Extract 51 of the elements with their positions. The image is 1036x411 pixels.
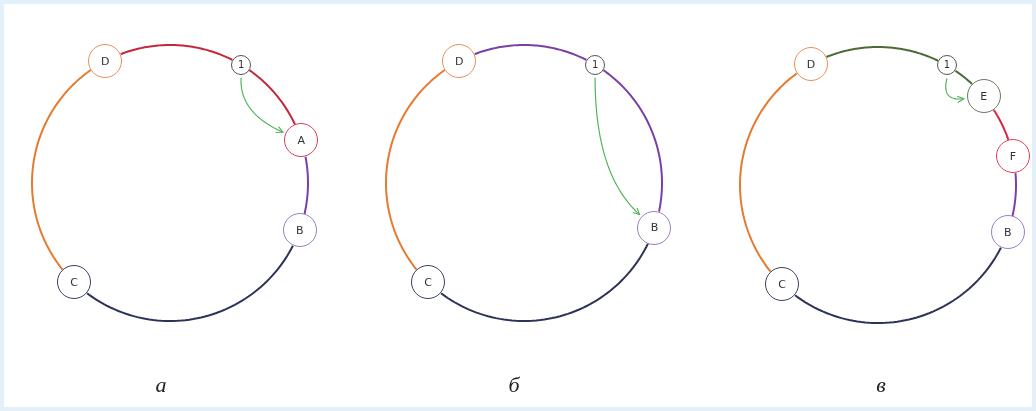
- ring-node-circle: [937, 55, 957, 76]
- ring-node-circle: [996, 139, 1030, 174]
- ring-node-circle: [765, 267, 800, 302]
- node-label: D: [100, 55, 110, 67]
- ring-arc: [119, 44, 234, 61]
- ring-arc: [473, 44, 588, 61]
- node-label: B: [295, 224, 304, 236]
- node-label: F: [1009, 150, 1017, 162]
- ring-node-circle: [442, 44, 477, 79]
- node-label: A: [297, 134, 305, 146]
- ring-node-circle: [585, 54, 606, 75]
- ring-node-circle: [231, 54, 252, 75]
- ring-arc: [1011, 172, 1017, 217]
- node-label: C: [778, 278, 786, 290]
- node-label: D: [454, 55, 464, 67]
- node-label: 1: [237, 59, 245, 70]
- ring-node-circle: [966, 79, 1001, 114]
- ring-node-circle: [411, 265, 446, 300]
- ring-arc: [954, 69, 973, 85]
- ring-arc: [825, 46, 940, 62]
- arrow: [594, 77, 641, 216]
- node-label: 1: [943, 60, 951, 71]
- ring-node-circle: [57, 265, 92, 300]
- node-label: B: [1003, 226, 1012, 238]
- panel-caption: в: [876, 372, 886, 398]
- ring-arc: [385, 69, 446, 271]
- node-label: C: [424, 276, 432, 288]
- ring-node-circle: [637, 210, 672, 245]
- ring-node-circle: [990, 215, 1025, 250]
- arrow: [945, 77, 965, 104]
- ring-arc: [248, 69, 296, 126]
- ring-arc: [440, 242, 649, 322]
- node-label: E: [980, 90, 988, 102]
- panel-caption: а: [155, 372, 167, 398]
- ring-node-circle: [282, 213, 317, 248]
- ring-arc: [602, 69, 663, 213]
- panel-caption: б: [508, 372, 520, 398]
- ring-node-circle: [284, 123, 319, 158]
- node-label: B: [650, 222, 659, 234]
- ring-arc: [992, 108, 1010, 141]
- node-label: 1: [591, 59, 599, 70]
- ring-arc: [794, 246, 1002, 324]
- ring-arc: [31, 69, 92, 271]
- ring-arc: [739, 72, 798, 273]
- node-label: C: [70, 276, 78, 288]
- ring-node-circle: [794, 47, 829, 82]
- node-label: D: [806, 58, 816, 70]
- ring-node-circle: [88, 44, 123, 79]
- ring-arc: [303, 155, 309, 215]
- ring-arc: [86, 244, 294, 322]
- arrow: [240, 77, 284, 134]
